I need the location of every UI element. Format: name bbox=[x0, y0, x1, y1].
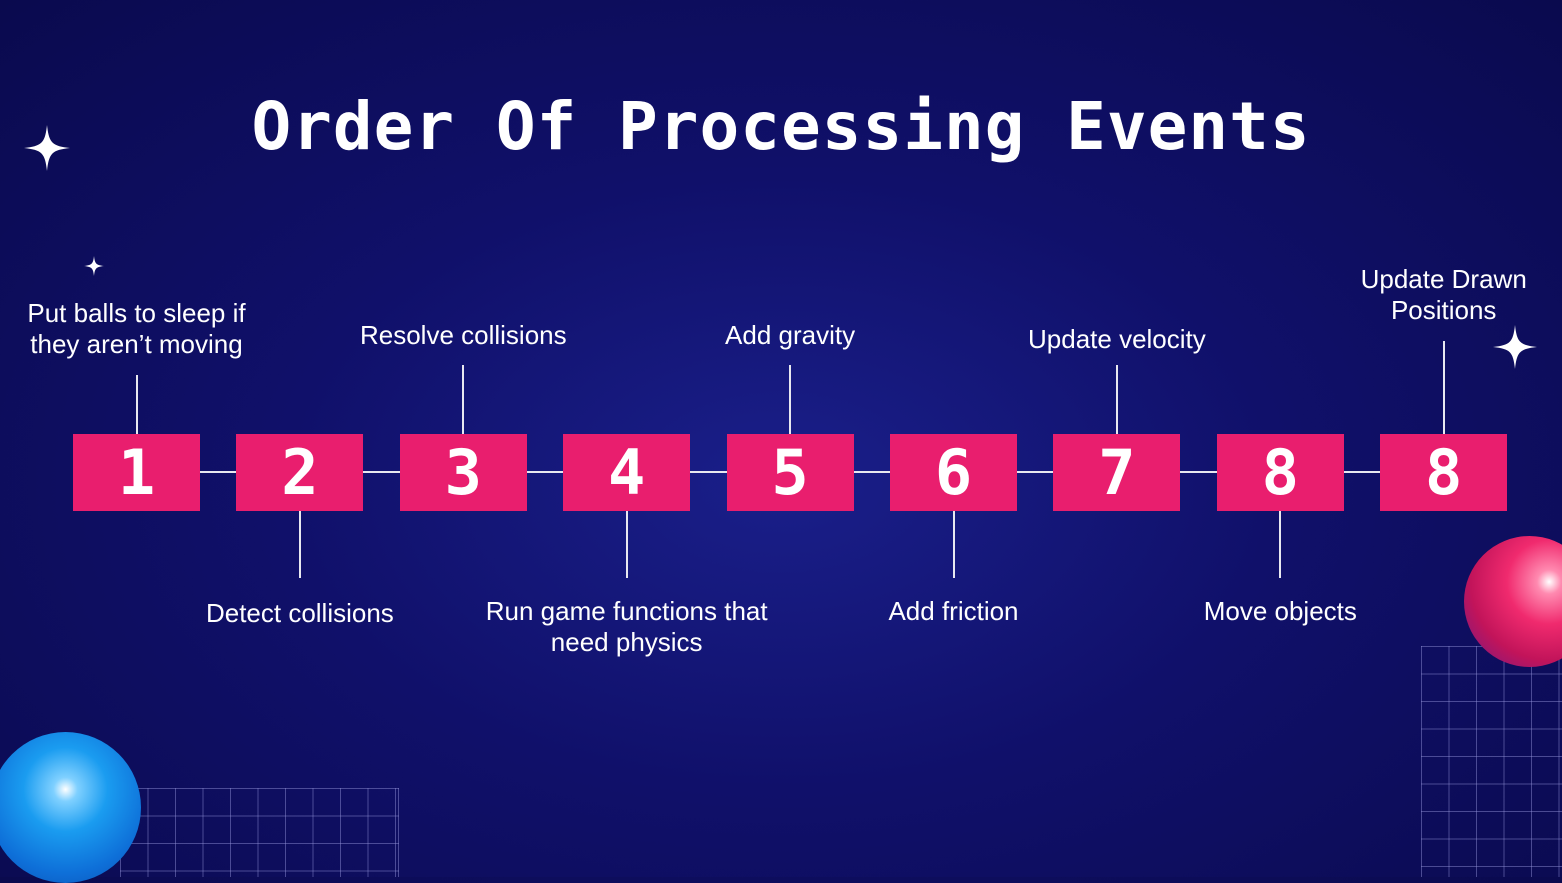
timeline-connector bbox=[1180, 471, 1217, 473]
step-connector-line bbox=[1115, 365, 1118, 434]
sparkle-icon bbox=[1493, 325, 1537, 369]
pink-sphere bbox=[1464, 536, 1562, 667]
page-title: Order Of Processing Events bbox=[251, 88, 1311, 165]
step-label: Resolve collisions bbox=[359, 320, 567, 350]
timeline-connector bbox=[363, 471, 400, 473]
timeline-connector bbox=[690, 471, 727, 473]
step-connector-line bbox=[625, 511, 628, 578]
step-box: 8 bbox=[1216, 434, 1344, 511]
step-box: 8 bbox=[1380, 434, 1508, 511]
step-box: 6 bbox=[890, 434, 1017, 511]
step-box: 5 bbox=[726, 434, 854, 511]
grid-pattern-left bbox=[120, 788, 399, 877]
step-connector-line bbox=[789, 365, 792, 434]
step-label: Add gravity bbox=[725, 320, 856, 350]
sparkle-icon bbox=[24, 125, 70, 171]
step-box: 1 bbox=[73, 434, 200, 511]
sparkle-icon bbox=[84, 256, 104, 276]
step-label: Put balls to sleep if they aren’t moving bbox=[27, 298, 246, 359]
step-label: Update velocity bbox=[1028, 324, 1206, 354]
timeline-connector bbox=[526, 471, 564, 473]
step-label: Add friction bbox=[888, 596, 1019, 626]
step-box: 3 bbox=[399, 434, 527, 511]
step-box: 4 bbox=[563, 434, 691, 511]
step-box: 7 bbox=[1053, 434, 1181, 511]
grid-pattern-right bbox=[1421, 646, 1562, 877]
step-label: Detect collisions bbox=[205, 598, 394, 628]
step-connector-line bbox=[1279, 511, 1282, 578]
step-label: Run game functions that need physics bbox=[485, 596, 768, 657]
timeline-connector bbox=[1343, 471, 1381, 473]
step-connector-line bbox=[952, 511, 955, 578]
blue-sphere bbox=[0, 732, 141, 883]
timeline-connector bbox=[200, 471, 237, 473]
step-connector-line bbox=[462, 365, 465, 434]
step-label: Move objects bbox=[1203, 596, 1357, 626]
step-connector-line bbox=[298, 511, 301, 578]
step-label: Update Drawn Positions bbox=[1360, 264, 1527, 325]
step-connector-line bbox=[1442, 341, 1445, 434]
timeline-connector bbox=[1017, 471, 1054, 473]
step-connector-line bbox=[135, 375, 138, 434]
step-box: 2 bbox=[236, 434, 364, 511]
timeline-connector bbox=[853, 471, 890, 473]
